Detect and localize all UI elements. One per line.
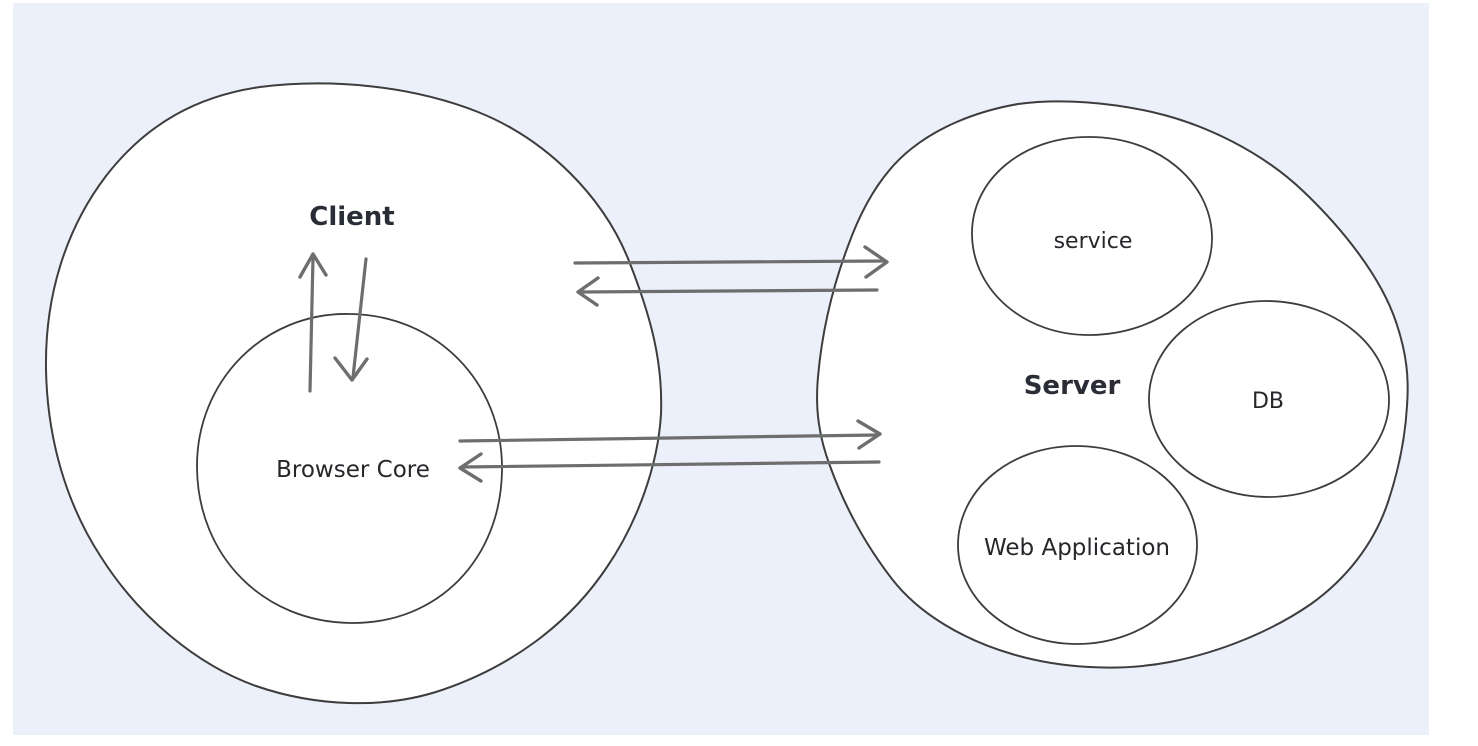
db-circle — [1148, 300, 1390, 498]
service-circle — [971, 136, 1213, 336]
browser-core-circle — [196, 313, 503, 624]
arrow-right-head-icon — [863, 245, 889, 279]
server-label: Server — [1024, 371, 1121, 401]
arrow-left-head-icon — [458, 452, 483, 483]
arrow-server-to-client — [576, 276, 879, 307]
arrow-client-to-browser-core — [333, 257, 369, 382]
db-label: DB — [1252, 389, 1284, 414]
web-application-circle — [957, 445, 1198, 645]
web-application-label: Web Application — [984, 535, 1170, 561]
service-label: service — [1054, 229, 1133, 254]
arrow-down-head-icon — [333, 356, 369, 382]
arrow-server-to-browser-core — [458, 452, 881, 483]
client-label: Client — [309, 202, 394, 232]
browser-core-label: Browser Core — [276, 457, 430, 483]
arrow-browser-core-to-client — [298, 252, 328, 393]
arrow-browser-core-to-server — [458, 419, 882, 450]
arrow-right-head-icon — [856, 419, 882, 450]
arrow-left-head-icon — [576, 276, 600, 307]
arrow-client-to-server — [573, 245, 889, 279]
arrow-up-head-icon — [298, 252, 328, 279]
